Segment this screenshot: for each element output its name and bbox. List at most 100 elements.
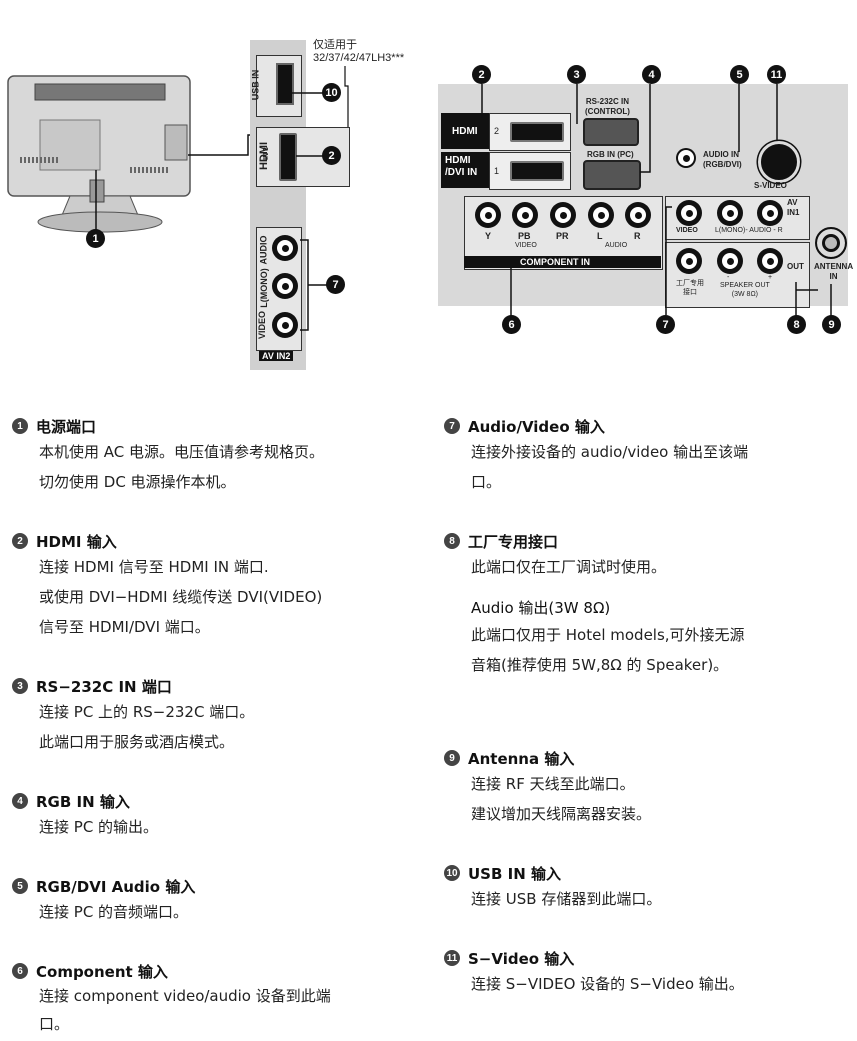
av2-audio-r-jack[interactable] [272, 235, 298, 261]
component-pb-jack[interactable] [512, 202, 538, 228]
component-l-label: L [597, 231, 603, 241]
item-title: RGB IN 输入 [36, 792, 130, 811]
av2-video-label: VIDEO [257, 310, 268, 340]
component-y-jack[interactable] [475, 202, 501, 228]
hdmi-dvi-label-box [441, 152, 489, 188]
av-in2-label: AV IN2 [259, 351, 294, 361]
rs232-port[interactable] [583, 118, 639, 146]
svideo-port[interactable] [758, 141, 800, 183]
item-subtitle: Audio 输出(3W 8Ω) [471, 599, 611, 617]
item-body: 连接 PC 上的 RS−232C 端口。 此端口用于服务或酒店模式。 [39, 703, 255, 751]
item-body: 连接 HDMI 信号至 HDMI IN 端口. 或使用 DVI−HDMI 线缆传… [39, 558, 323, 636]
callout-9-leader [830, 284, 832, 316]
callout-10-leader [292, 92, 324, 94]
av1-audio-l-jack[interactable] [717, 200, 743, 226]
out-label: OUT [787, 262, 804, 271]
item-number: 5 [12, 878, 28, 894]
av1-video-label: VIDEO [676, 227, 698, 234]
component-pb-label: PB [518, 231, 531, 241]
callout-2-hdmi: 2 [472, 65, 491, 84]
av1-video-jack[interactable] [676, 200, 702, 226]
item-body: 连接 PC 的输出。 [39, 818, 159, 836]
item-number: 1 [12, 418, 28, 434]
component-r-label: R [634, 231, 641, 241]
callout-2-side-leader [296, 155, 324, 157]
callout-4-leader [640, 84, 651, 173]
speaker-minus-jack[interactable] [717, 248, 743, 274]
callout-6-component: 6 [502, 315, 521, 334]
tv-rear-illustration [7, 75, 191, 233]
callout-10-usb: 10 [322, 83, 341, 102]
item-subbody: 此端口仅用于 Hotel models,可外接无源 音箱(推荐使用 5W,8Ω … [471, 626, 745, 674]
item-title: HDMI 输入 [36, 532, 117, 551]
item-body: 本机使用 AC 电源。电压值请参考规格页。 切勿使用 DC 电源操作本机。 [39, 443, 325, 491]
callout-1-power: 1 [86, 229, 105, 248]
rs232-label: RS-232C IN (CONTROL) [585, 97, 630, 116]
callout-7-side: 7 [326, 275, 345, 294]
item-body: 此端口仅在工厂调试时使用。 [471, 558, 667, 576]
component-audio-l-jack[interactable] [588, 202, 614, 228]
callout-4-rgb: 4 [642, 65, 661, 84]
item-hdmi: 2 HDMI 输入 连接 HDMI 信号至 HDMI IN 端口. 或使用 DVI… [12, 530, 392, 642]
item-body: 连接 component video/audio 设备到此端 口。 [39, 987, 331, 1033]
speaker-plus-label: + [768, 274, 773, 281]
item-body: 连接 PC 的音频端口。 [39, 903, 189, 921]
component-audio-label: AUDIO [605, 242, 628, 249]
av2-lmono-label: L(MONO) [258, 268, 269, 308]
component-in-label: COMPONENT IN [520, 257, 591, 267]
rgb-port[interactable] [583, 160, 641, 190]
callout-9-antenna: 9 [822, 315, 841, 334]
audio-in-label: AUDIO IN (RGB/DVI) [703, 150, 742, 169]
hdmi2-label: HDMI [452, 126, 478, 137]
callout-5-leader [738, 84, 740, 152]
model-note-line2: 32/37/42/47LH3*** [313, 52, 405, 64]
speaker-plus-jack[interactable] [757, 248, 783, 274]
item-number: 7 [444, 418, 460, 434]
hdmi2-number: 2 [494, 126, 500, 136]
speaker-minus-label: - [727, 274, 730, 281]
component-pr-jack[interactable] [550, 202, 576, 228]
item-number: 10 [444, 865, 460, 881]
model-note-line1: 仅适用于 [313, 39, 357, 51]
av1-audio-r-jack[interactable] [757, 200, 783, 226]
hdmi2-port[interactable] [510, 122, 564, 142]
item-number: 2 [12, 533, 28, 549]
callout-6-leader [510, 268, 512, 316]
callout-11-svideo: 11 [767, 65, 786, 84]
antenna-port[interactable] [815, 227, 847, 259]
item-number: 11 [444, 950, 460, 966]
component-audio-r-jack[interactable] [625, 202, 651, 228]
item-number: 9 [444, 750, 460, 766]
item-title: Audio/Video 输入 [468, 417, 605, 436]
usb-port[interactable] [276, 63, 294, 105]
side-hdmi-port[interactable] [279, 133, 297, 181]
component-pr-label: PR [556, 231, 569, 241]
item-title: Antenna 输入 [468, 749, 575, 768]
av1-label: AV IN1 [787, 198, 800, 217]
antenna-label: ANTENNA IN [814, 262, 854, 281]
item-number: 8 [444, 533, 460, 549]
item-body: 连接 RF 天线至此端口。 建议增加天线隔离器安装。 [471, 775, 652, 823]
av2-audio-l-jack[interactable] [272, 273, 298, 299]
item-body: 连接 S−VIDEO 设备的 S−Video 输出。 [471, 975, 744, 993]
hdmi1-port[interactable] [510, 161, 564, 181]
callout-5-audio: 5 [730, 65, 749, 84]
callout-2-leader [481, 84, 483, 118]
factory-jack[interactable] [676, 248, 702, 274]
av1-audio-label: L(MONO)- AUDIO - R [715, 227, 783, 234]
svideo-label: S-VIDEO [754, 181, 787, 190]
item-title: USB IN 输入 [468, 864, 561, 883]
callout-11-leader [776, 84, 778, 140]
item-title: 电源端口 [36, 417, 97, 436]
av2-video-jack[interactable] [272, 312, 298, 338]
factory-label: 工厂专用 接口 [676, 280, 704, 296]
callout-7-back: 7 [656, 315, 675, 334]
item-number: 6 [12, 963, 28, 979]
rgb-dvi-audio-jack[interactable] [676, 148, 696, 168]
component-y-label: Y [485, 231, 492, 241]
